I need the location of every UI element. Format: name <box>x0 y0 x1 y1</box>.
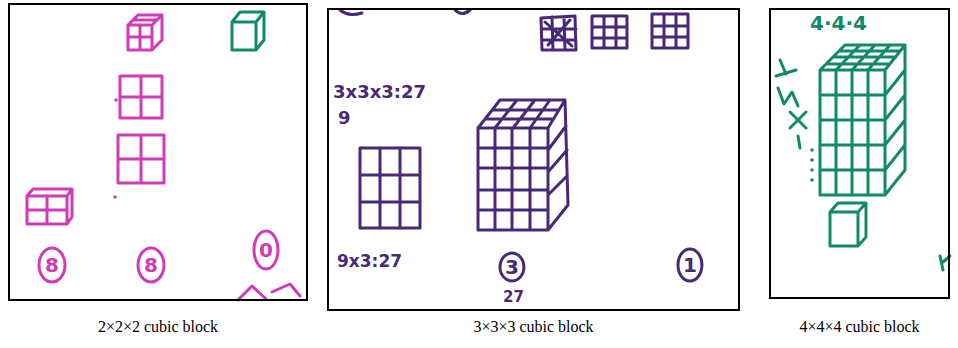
circled-number: 0 <box>252 229 280 271</box>
grid-square <box>360 148 420 228</box>
circled-number: 1 <box>676 247 704 283</box>
handwritten-note: 27 <box>503 289 524 306</box>
circle-outline <box>39 248 65 282</box>
circle-outline <box>138 248 164 282</box>
dot <box>114 98 118 102</box>
circle-outline <box>678 249 702 281</box>
grid-square <box>652 14 688 48</box>
cube-grid <box>478 100 568 230</box>
figure-caption: 3×3×3 cubic block <box>473 318 593 336</box>
scribble <box>340 10 470 14</box>
callout-number: 0 <box>259 239 273 261</box>
figure-caption: 2×2×2 cubic block <box>98 318 218 336</box>
handwritten-note: 9x3:27 <box>337 252 402 272</box>
callout-number: 3 <box>505 256 519 278</box>
handwritten-note: 9 <box>338 108 351 129</box>
grid-square <box>118 135 164 183</box>
circle-outline <box>254 231 278 269</box>
circled-number: 8 <box>37 246 67 284</box>
callout-number: 8 <box>144 254 158 276</box>
circled-number: 3 <box>498 251 526 283</box>
grid-square <box>592 16 627 48</box>
figure-panel: 4×4×4 cubic block <box>769 8 950 299</box>
small-cube <box>128 15 162 50</box>
dot <box>810 158 814 162</box>
callout-number: 8 <box>45 254 59 276</box>
scribble <box>238 284 300 300</box>
dot <box>810 168 814 172</box>
figure-panel: 8802×2×2 cubic block <box>8 3 308 301</box>
dots <box>113 98 118 199</box>
dot <box>113 195 117 199</box>
scribble <box>776 60 950 270</box>
callout-number: 1 <box>683 254 697 276</box>
grid-square <box>541 16 576 50</box>
dot <box>810 148 814 152</box>
circle-outline <box>500 253 524 281</box>
grid-square <box>27 189 72 224</box>
green-sketch <box>776 45 950 270</box>
handwritten-note: 3x3x3:27 <box>333 82 426 103</box>
cube-sketch <box>232 12 264 50</box>
small-cube <box>830 203 866 246</box>
circled-number: 8 <box>136 246 166 284</box>
figure-caption: 4×4×4 cubic block <box>799 318 919 336</box>
cube-grid <box>820 45 905 195</box>
dots <box>810 148 814 182</box>
magenta-sketch <box>27 15 300 300</box>
grid-square <box>120 76 162 118</box>
handwritten-note: 4·4·4 <box>810 12 867 35</box>
dot <box>810 178 814 182</box>
purple-sketch <box>340 10 688 230</box>
